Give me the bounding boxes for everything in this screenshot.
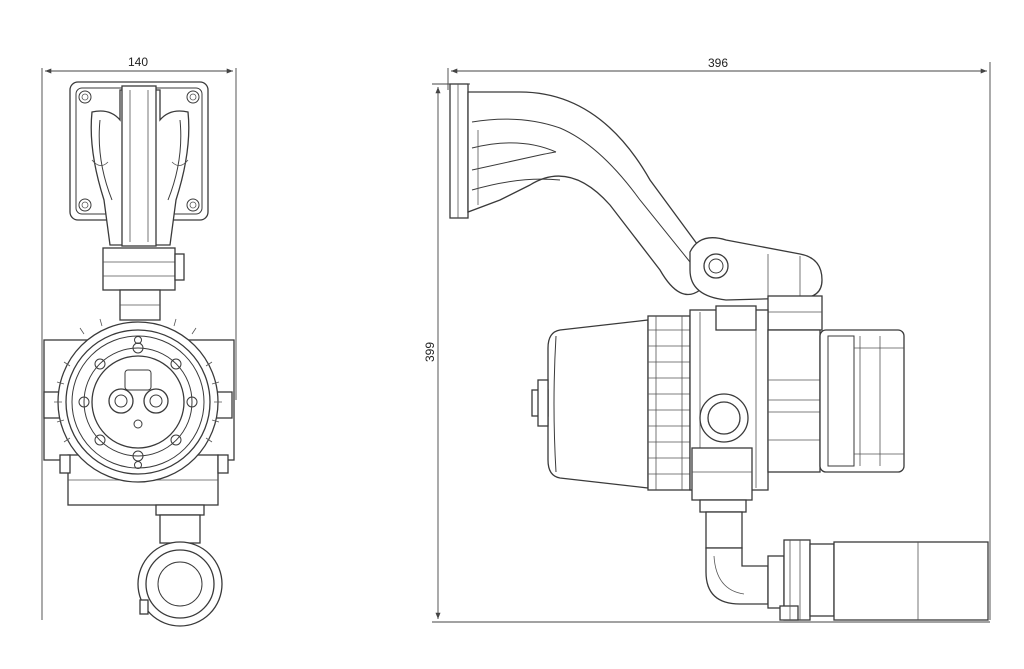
knurl-lines: [648, 316, 690, 490]
dimension-label-396: 396: [708, 56, 728, 70]
detector-body-side: [531, 305, 905, 501]
curved-arm: [467, 91, 711, 296]
side-view: 396 399: [423, 56, 991, 623]
front-view: 140: [41, 55, 237, 627]
dimension-front-width: 140: [41, 55, 237, 620]
detector-window: [108, 369, 169, 429]
flange-teeth: [54, 318, 222, 443]
elbow-pipe-side: [699, 499, 769, 605]
front-flange: [54, 318, 222, 483]
pivot-knuckle: [689, 237, 823, 331]
dimension-side-width: 396: [447, 56, 991, 620]
sensor-tube-side: [767, 539, 989, 621]
bracket-arm: [90, 85, 190, 247]
dimension-label-399: 399: [423, 342, 437, 362]
front-elbow-connector: [137, 504, 223, 627]
wall-plate-side: [449, 83, 469, 219]
dimension-label-140: 140: [128, 55, 148, 69]
dimension-side-height: 399: [423, 83, 990, 623]
swivel-block: [102, 247, 185, 321]
flange-bolts: [78, 336, 198, 469]
